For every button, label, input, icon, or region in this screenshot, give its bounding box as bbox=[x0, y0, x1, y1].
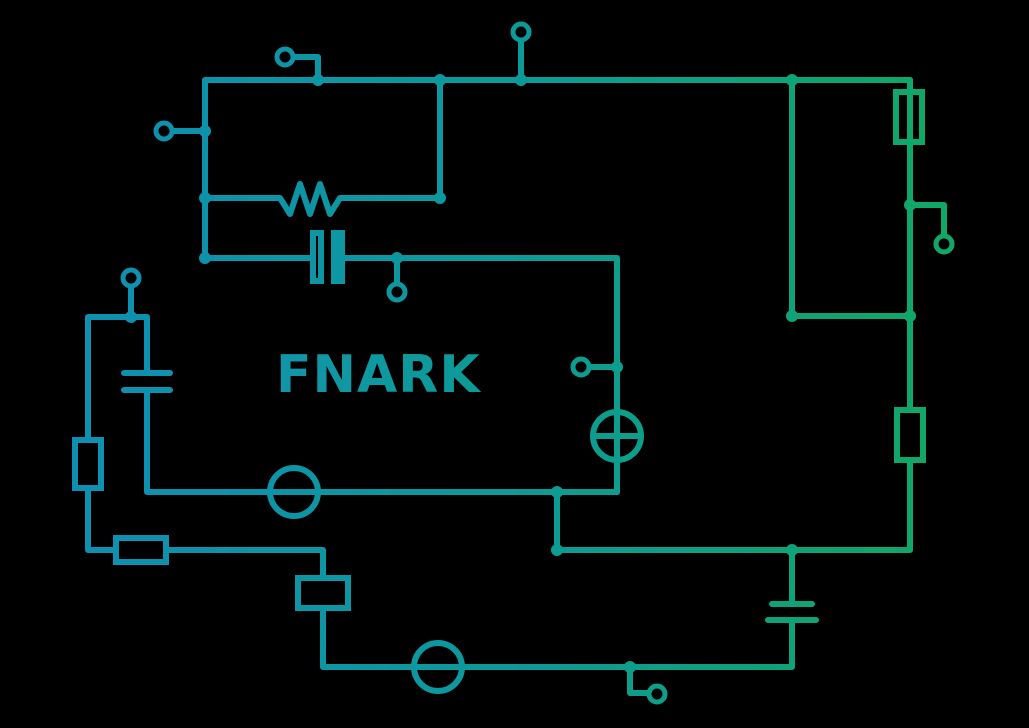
terminal-icon[interactable] bbox=[386, 281, 408, 303]
terminal-icon[interactable] bbox=[153, 120, 175, 142]
junction-dot bbox=[786, 310, 798, 322]
junction-dot bbox=[904, 310, 916, 322]
junction-dot bbox=[434, 74, 446, 86]
junction-dot bbox=[611, 361, 623, 373]
terminal-icon[interactable] bbox=[510, 21, 532, 43]
right-section bbox=[551, 74, 955, 556]
resistor-icon bbox=[894, 407, 926, 463]
capacitor-plate-solid bbox=[331, 230, 345, 284]
junction-dot bbox=[624, 661, 636, 673]
wire bbox=[202, 181, 443, 217]
lamp-icon bbox=[267, 465, 321, 519]
bottom-loop bbox=[295, 547, 819, 705]
junction-dot bbox=[904, 199, 916, 211]
wire bbox=[907, 202, 947, 239]
wire bbox=[789, 77, 913, 319]
terminal-icon[interactable] bbox=[933, 233, 955, 255]
terminal-icon[interactable] bbox=[120, 267, 142, 289]
terminal-icon[interactable] bbox=[274, 46, 296, 68]
lamp-icon bbox=[411, 640, 465, 694]
fuse-icon bbox=[113, 535, 169, 565]
top-left-loop bbox=[153, 21, 913, 495]
junction-dot bbox=[434, 192, 446, 204]
junction-dot bbox=[551, 544, 563, 556]
capacitor-plate-hollow bbox=[310, 230, 324, 284]
resistor-icon bbox=[72, 437, 104, 491]
junction-dot bbox=[312, 74, 324, 86]
terminal-icon[interactable] bbox=[646, 683, 668, 705]
junction-dot bbox=[786, 74, 798, 86]
wire bbox=[85, 314, 150, 443]
wire bbox=[163, 547, 326, 581]
junction-dot bbox=[199, 192, 211, 204]
wire bbox=[144, 387, 620, 495]
middle-loop bbox=[72, 267, 644, 581]
terminal-icon[interactable] bbox=[570, 356, 592, 378]
wire bbox=[289, 54, 321, 83]
junction-dot bbox=[515, 74, 527, 86]
brand-logo-text: FNARK bbox=[276, 345, 481, 405]
wire bbox=[85, 485, 119, 553]
junction-dot bbox=[199, 125, 211, 137]
wire bbox=[554, 457, 913, 553]
wire bbox=[627, 664, 653, 696]
wire bbox=[320, 605, 795, 670]
junction-dot bbox=[199, 252, 211, 264]
junction-dot bbox=[125, 311, 137, 323]
junction-dot bbox=[551, 486, 563, 498]
relay-coil-icon bbox=[295, 575, 351, 611]
junction-dot bbox=[391, 252, 403, 264]
